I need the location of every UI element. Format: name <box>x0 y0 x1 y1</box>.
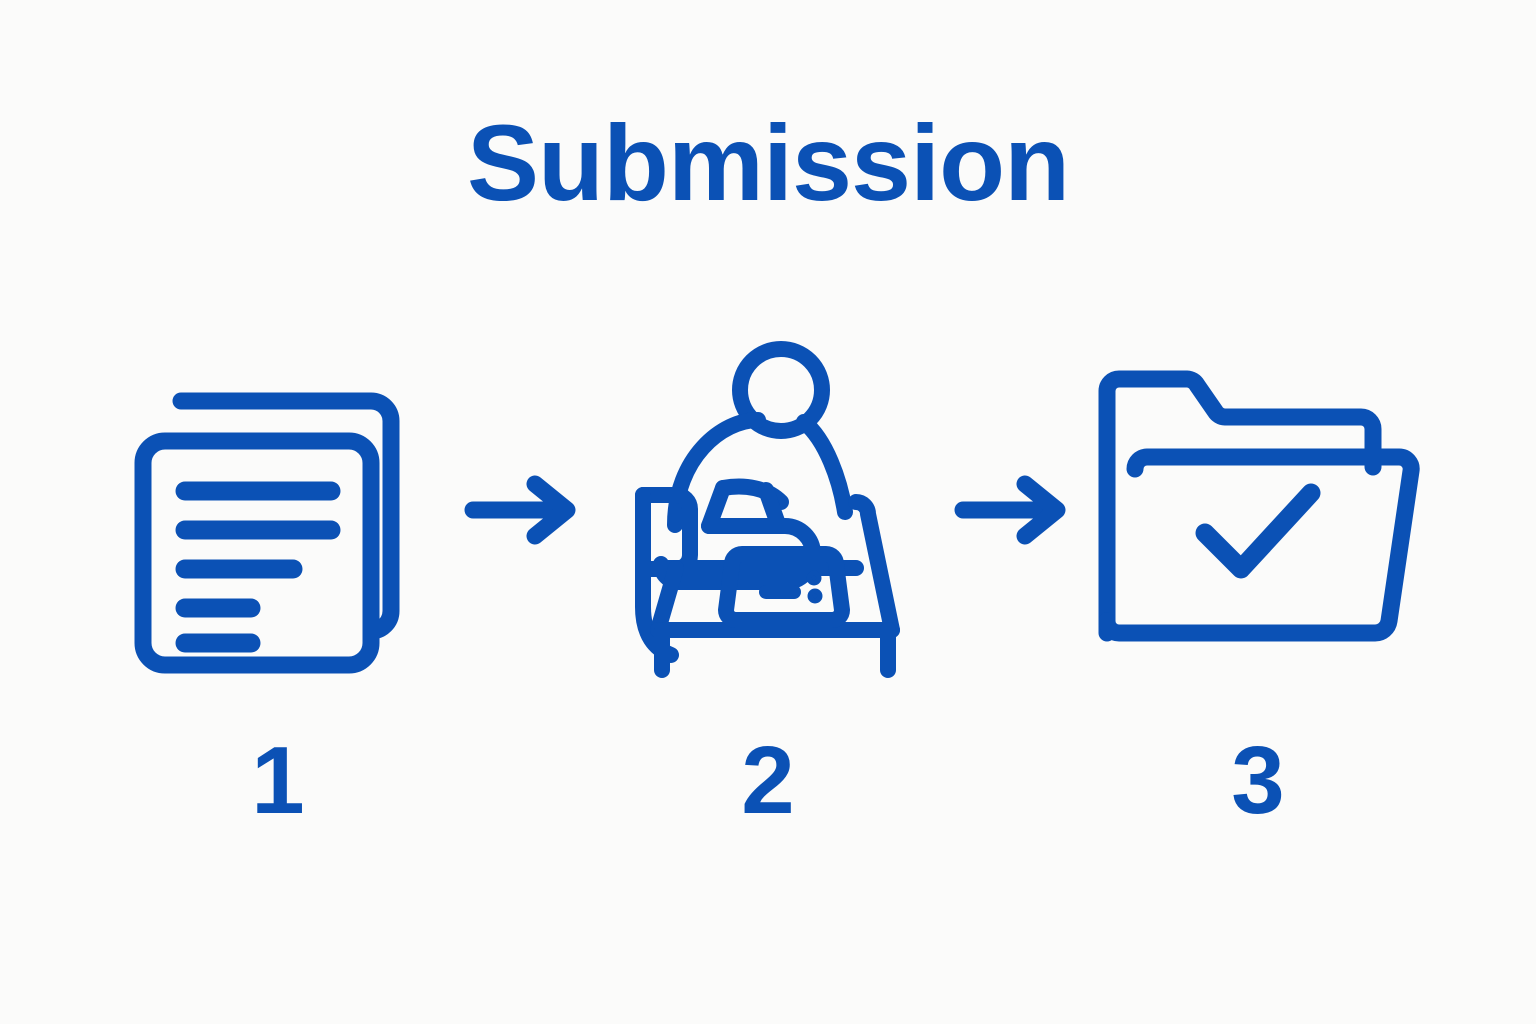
step-2-person-at-desk[interactable] <box>618 330 918 690</box>
step-number-labels: 1 2 3 <box>0 716 1536 846</box>
process-flow <box>0 330 1536 690</box>
documents-icon <box>133 345 423 675</box>
step-1-documents[interactable] <box>128 330 428 690</box>
step-number-1: 1 <box>251 727 305 834</box>
arrow-right-icon <box>953 475 1073 545</box>
step-number-3: 3 <box>1231 727 1285 834</box>
folder-check-icon <box>1093 365 1423 655</box>
connector-1 <box>428 330 618 690</box>
person-at-desk-icon <box>618 340 918 680</box>
step-3-folder-check[interactable] <box>1098 330 1420 690</box>
connector-2 <box>918 330 1108 690</box>
page-title: Submission <box>466 102 1070 223</box>
step-number-2: 2 <box>741 727 795 834</box>
arrow-right-icon <box>463 475 583 545</box>
